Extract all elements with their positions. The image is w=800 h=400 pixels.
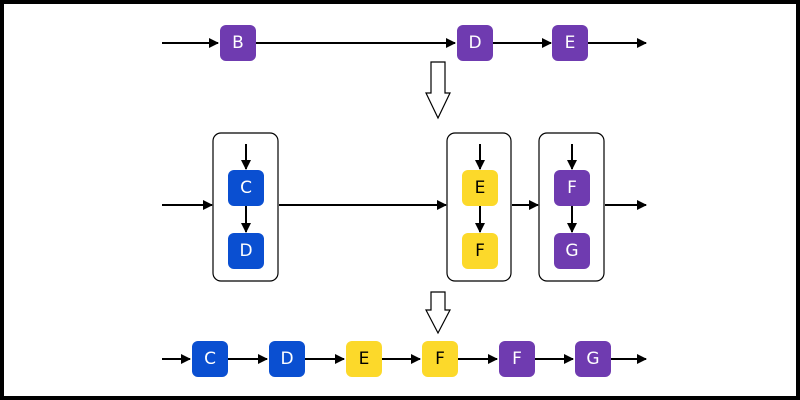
top-node: E xyxy=(552,25,588,61)
node-label: G xyxy=(586,349,599,369)
node-label: G xyxy=(565,241,578,261)
group-node: E xyxy=(462,170,498,206)
node-label: F xyxy=(512,349,522,369)
group-node: G xyxy=(554,233,590,269)
node-label: F xyxy=(435,349,445,369)
node-group: E F xyxy=(446,132,512,282)
node-label: C xyxy=(240,178,252,198)
diagram-canvas: B D E xyxy=(4,4,796,396)
bottom-node: G xyxy=(575,341,611,377)
node-label: F xyxy=(567,178,577,198)
bottom-node: D xyxy=(269,341,305,377)
node-label: F xyxy=(475,241,485,261)
node-label: C xyxy=(204,349,216,369)
group-node: C xyxy=(228,170,264,206)
top-node: B xyxy=(220,25,256,61)
bottom-node: F xyxy=(499,341,535,377)
node-label: D xyxy=(468,33,481,53)
bottom-node: C xyxy=(192,341,228,377)
node-label: E xyxy=(359,349,370,369)
bottom-node: F xyxy=(422,341,458,377)
top-row: B D E xyxy=(162,25,647,61)
bottom-node: E xyxy=(346,341,382,377)
node-label: D xyxy=(280,349,293,369)
node-label: B xyxy=(232,33,244,53)
transform-down-arrow xyxy=(425,291,451,335)
middle-row: C D E xyxy=(162,132,647,282)
node-label: D xyxy=(239,241,252,261)
top-node: D xyxy=(457,25,493,61)
transform-down-arrow xyxy=(425,61,451,120)
group-node: F xyxy=(462,233,498,269)
transformation-diagram: B D E xyxy=(162,25,647,377)
node-label: E xyxy=(475,178,486,198)
node-group: F G xyxy=(538,132,605,282)
group-node: D xyxy=(228,233,264,269)
node-group: C D xyxy=(212,132,279,282)
bottom-row: C D E F F xyxy=(162,341,647,377)
node-label: E xyxy=(565,33,576,53)
group-node: F xyxy=(554,170,590,206)
